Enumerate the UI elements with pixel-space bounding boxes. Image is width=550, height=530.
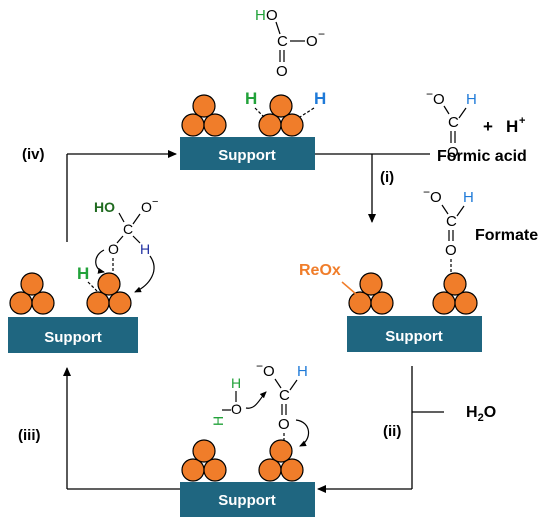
support-top-label: Support xyxy=(218,147,276,164)
particle-cluster-top-right xyxy=(258,94,304,137)
support-bottom-label: Support xyxy=(218,492,276,509)
formate-o-bottom: O xyxy=(445,242,457,259)
reox-label: ReOx xyxy=(299,262,341,279)
h-plus: H xyxy=(506,117,518,136)
bicarbonate-c: C xyxy=(277,33,288,50)
particle-cluster-top-left xyxy=(181,94,227,137)
step-i-label: (i) xyxy=(380,169,394,186)
water-attack-arrow xyxy=(245,391,267,409)
left-bicarb-h: H xyxy=(140,241,150,257)
bicarbonate-molecule: H O C O − O xyxy=(255,7,325,80)
left-support-assembly: Support H HO C O − O H xyxy=(8,196,158,353)
left-adsorbed-h: H xyxy=(77,264,89,283)
formic-h: H xyxy=(466,91,477,108)
h-plus-charge: + xyxy=(519,115,525,127)
left-bicarb-ho: HO xyxy=(94,199,115,215)
left-bicarb-charge: − xyxy=(152,196,158,208)
bicarbonate-o-bottom: O xyxy=(276,63,288,80)
left-bicarb-o-bottom: O xyxy=(108,241,119,257)
bottom-support-assembly: Support − O C H O H O H xyxy=(180,359,315,517)
formic-o-bottom: O xyxy=(447,144,459,161)
right-support-assembly: Support ReOx − O C H O xyxy=(299,185,482,352)
formic-acid-molecule: − O C H O + H + xyxy=(426,87,525,161)
formic-o-left: O xyxy=(433,91,445,108)
adsorbed-h-blue: H xyxy=(314,89,326,108)
bicarbonate-o-right: O xyxy=(306,33,318,50)
bottom-formate-charge: − xyxy=(256,359,263,373)
formic-charge: − xyxy=(426,87,433,101)
water-o: O xyxy=(231,401,242,417)
step-iii-label: (iii) xyxy=(18,427,41,444)
bicarbonate-o-top: O xyxy=(266,7,278,24)
reox-pointer xyxy=(341,281,357,295)
particle-cluster-left-right xyxy=(86,272,132,315)
formate-c: C xyxy=(446,213,457,230)
left-bicarb-c: C xyxy=(123,221,133,237)
formate-h: H xyxy=(463,189,474,206)
bicarbonate-h: H xyxy=(255,7,266,24)
step-ii-label: (ii) xyxy=(383,423,401,440)
top-support-assembly: Support H H xyxy=(180,89,326,170)
water-h-top: H xyxy=(231,375,241,391)
adsorbed-h-green: H xyxy=(245,89,257,108)
bottom-formate-h: H xyxy=(297,363,308,380)
particle-cluster-right-right xyxy=(432,272,478,315)
particle-cluster-bottom-right xyxy=(258,439,304,482)
water-label: H2O xyxy=(466,404,496,424)
particle-cluster-left-left xyxy=(9,272,55,315)
support-right xyxy=(347,316,482,352)
support-left xyxy=(8,317,138,353)
left-electron-arrow-1 xyxy=(95,249,105,274)
bicarbonate-charge: − xyxy=(318,27,325,41)
formate-label: Formate xyxy=(475,227,538,244)
formic-c: C xyxy=(448,114,459,131)
formic-acid-label: Formic acid xyxy=(437,148,527,165)
support-right-label: Support xyxy=(385,328,443,345)
support-bottom xyxy=(180,482,315,517)
bottom-formate-o-left: O xyxy=(263,363,275,380)
bottom-formate-o-bottom: O xyxy=(278,416,290,433)
particle-cluster-bottom-left xyxy=(181,439,227,482)
left-bicarb-o-right: O xyxy=(141,199,152,215)
support-top xyxy=(180,137,315,170)
formate-o-left: O xyxy=(430,189,442,206)
plus-sign: + xyxy=(483,117,493,136)
bottom-electron-arrow xyxy=(295,419,310,447)
water-h-left: H xyxy=(210,416,226,426)
left-electron-arrow-2 xyxy=(134,255,155,293)
step-iv-label: (iv) xyxy=(22,146,45,163)
bottom-formate-c: C xyxy=(279,387,290,404)
particle-cluster-right-left xyxy=(348,272,394,315)
formate-charge: − xyxy=(423,185,430,199)
support-left-label: Support xyxy=(44,329,102,346)
